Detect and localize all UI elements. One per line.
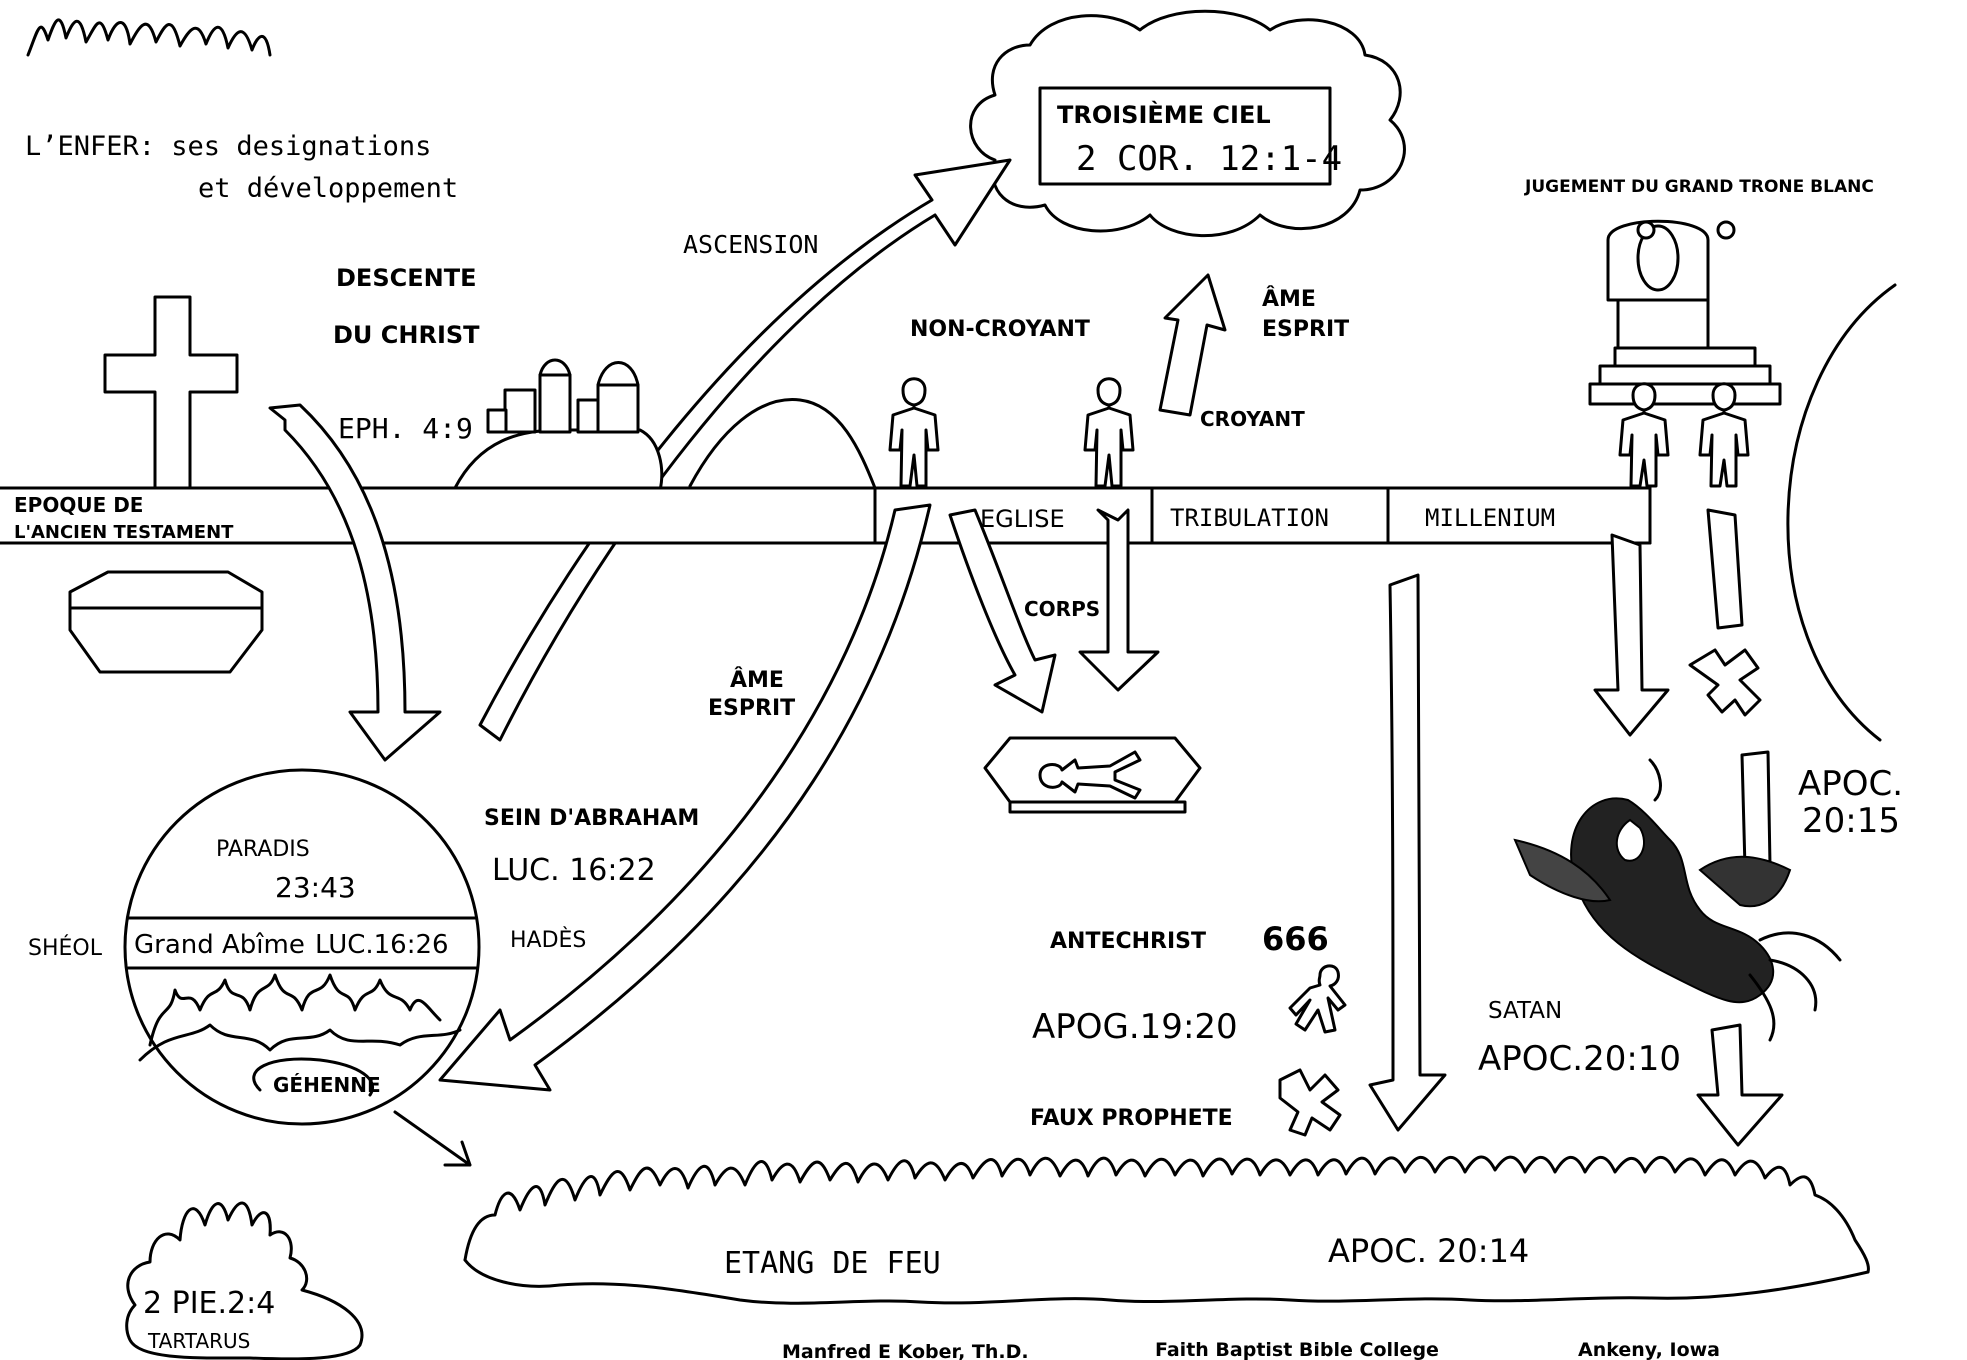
esprit-down-label: ESPRIT [708, 696, 795, 721]
antechrist-figure [1288, 964, 1347, 1034]
ancien-label-2: L'ANCIEN TESTAMENT [14, 522, 234, 543]
ot-coffin [68, 570, 264, 674]
sein-abraham-label: SEIN D'ABRAHAM [484, 806, 699, 831]
timeline [0, 486, 1652, 545]
sheol-label: SHÉOL [28, 935, 103, 961]
judged-arrow [1706, 508, 1744, 630]
tribulation-label: TRIBULATION [1170, 504, 1329, 532]
non-croyant-label: NON-CROYANT [910, 317, 1090, 342]
apoc-20-15-a: APOC. [1798, 764, 1903, 804]
gehenne-label: GÉHENNE [273, 1073, 381, 1097]
croyant-figure [1083, 377, 1135, 488]
city-icon [453, 358, 664, 492]
title-line-1: L’ENFER: ses designations [25, 131, 431, 162]
apoc-20-14-ref: APOC. 20:14 [1328, 1232, 1529, 1270]
right-arc [1786, 283, 1897, 742]
paradis-ref: 23:43 [275, 871, 356, 904]
eglise-label: EGLISE [980, 505, 1065, 533]
grand-abime-ref: LUC.16:26 [315, 930, 449, 960]
apoc-20-15-b: 20:15 [1802, 801, 1900, 841]
tartarus-ref: 2 PIE.2:4 [143, 1286, 275, 1321]
heaven-box [1038, 86, 1332, 186]
ancien-label-1: EPOQUE DE [14, 493, 143, 517]
judged-figure-2 [1698, 382, 1750, 488]
paradis-label: PARADIS [216, 837, 310, 862]
satan-label: SATAN [1488, 998, 1562, 1024]
luc-ref: LUC. 16:22 [492, 853, 656, 888]
apoc-19-20-ref: APOG.19:20 [1032, 1007, 1238, 1047]
faux-prophete-figure [1278, 1068, 1342, 1137]
falling-figure-1 [1688, 648, 1762, 717]
grand-abime-label: Grand Abîme [134, 930, 305, 960]
millenium-arrow [1593, 533, 1670, 737]
footer-location: Ankeny, Iowa [1578, 1339, 1720, 1360]
esprit-up-label: ESPRIT [1262, 317, 1349, 342]
jugement-label: JUGEMENT DU GRAND TRONE BLANC [1524, 177, 1874, 197]
faux-prophete-label: FAUX PROPHETE [1030, 1106, 1233, 1131]
top-left-flames [26, 18, 272, 57]
sheol-circle [123, 768, 481, 1126]
soul-up-arrow [1158, 273, 1227, 417]
throne-icon [1588, 219, 1782, 406]
judged-arrow-lower [1740, 750, 1772, 870]
ame-down-label: ÂME [730, 667, 784, 693]
dragon-icon [1513, 758, 1842, 1042]
body-arrow-left [948, 508, 1057, 714]
cross-icon [103, 295, 239, 492]
millenium-label: MILLENIUM [1425, 504, 1555, 532]
sheol-to-lake-arrow [393, 1110, 472, 1167]
unbeliever-soul-arrow [438, 503, 932, 1092]
ascension-label: ASCENSION [683, 230, 818, 259]
lake-of-fire [463, 1155, 1870, 1305]
hill [688, 398, 877, 490]
satan-arrow [1696, 1023, 1784, 1147]
descente-label-1: DESCENTE [336, 264, 476, 292]
antechrist-label: ANTECHRIST [1050, 929, 1206, 954]
coffin-body-figure [1038, 750, 1142, 800]
corps-label: CORPS [1024, 597, 1100, 621]
ame-up-label: ÂME [1262, 286, 1316, 312]
croyant-label: CROYANT [1200, 407, 1305, 431]
hades-label: HADÈS [510, 927, 586, 953]
judged-figure-1 [1618, 382, 1670, 488]
title-line-2: et développement [198, 173, 458, 204]
heaven-title: TROISIÈME CIEL [1057, 100, 1271, 129]
non-croyant-figure [888, 377, 940, 488]
heaven-ref: 2 COR. 12:1-4 [1076, 139, 1342, 179]
descente-label-2: DU CHRIST [333, 321, 480, 349]
footer-author: Manfred E Kober, Th.D. [782, 1341, 1029, 1360]
body-arrow-right [1078, 508, 1160, 692]
footer-college: Faith Baptist Bible College [1155, 1339, 1439, 1360]
apoc-20-10-ref: APOC.20:10 [1478, 1039, 1681, 1079]
tartarus-label: TARTARUS [147, 1329, 250, 1353]
tribulation-arrow [1368, 573, 1447, 1132]
tartarus-fire [125, 1201, 364, 1360]
eph-ref: EPH. 4:9 [338, 412, 473, 445]
descent-arrow [268, 403, 442, 762]
number-666: 666 [1262, 920, 1329, 958]
etang-label: ETANG DE FEU [724, 1246, 941, 1281]
